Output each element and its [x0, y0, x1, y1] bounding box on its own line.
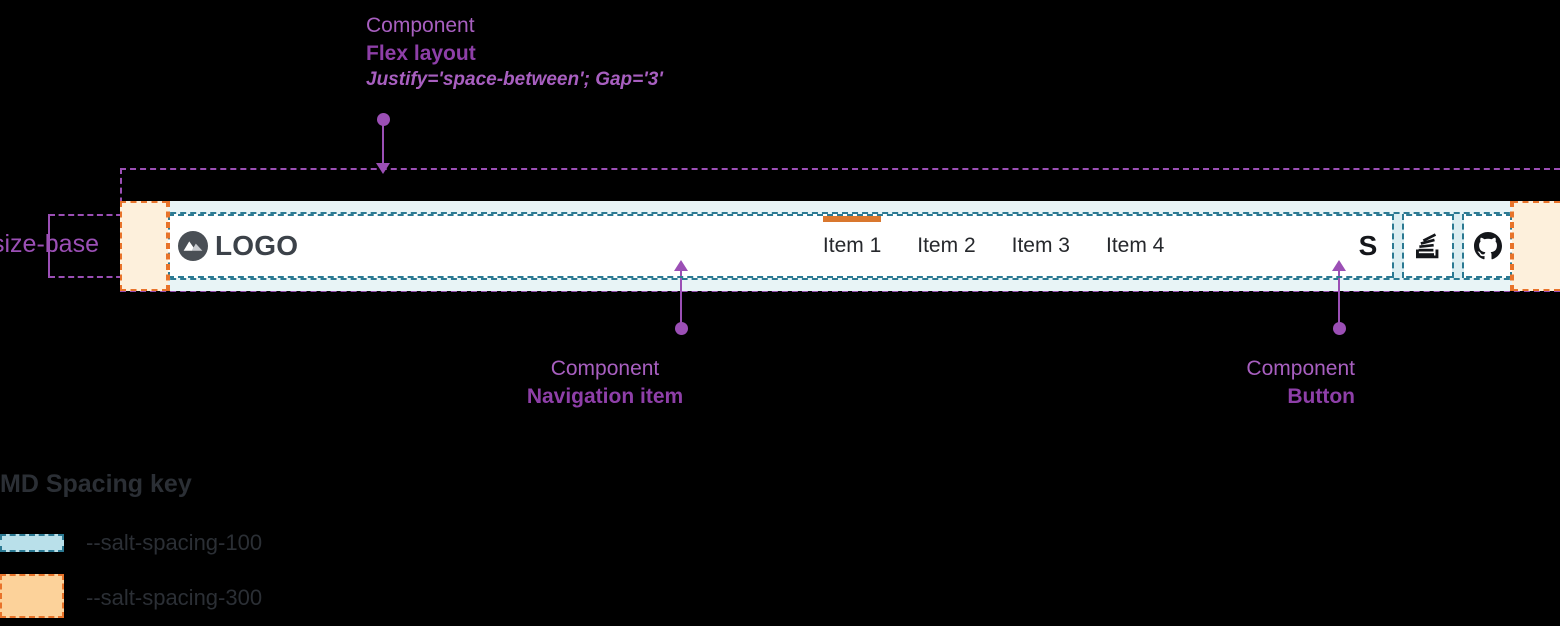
nav-item-4[interactable]: Item 4	[1088, 214, 1182, 278]
button-leader-arrow-icon	[1332, 260, 1346, 271]
spacing-100-swatch	[0, 534, 64, 552]
flex-layout-leader-line	[382, 119, 384, 165]
github-icon	[1474, 232, 1502, 260]
button-title: Button	[1287, 384, 1355, 408]
size-base-dash-bottom	[49, 276, 170, 278]
navigation-item-leader-dot	[674, 322, 688, 335]
spacing-key-title: MD Spacing key	[0, 470, 192, 498]
active-indicator	[822, 216, 882, 222]
navigation-item-kicker: Component	[550, 357, 660, 380]
stack-overflow-button[interactable]	[1404, 214, 1452, 278]
size-base-dash-top	[49, 214, 170, 216]
button-leader-dot	[1332, 322, 1346, 335]
spacing-key-row-300: --salt-spacing-300	[0, 574, 262, 618]
navigation-bar: LOGO Item 1 Item 2 Item 3 Item 4 S	[120, 201, 1560, 291]
flex-layout-leader-arrow-icon	[376, 163, 390, 174]
size-base-tick	[48, 214, 50, 278]
nav-item-3[interactable]: Item 3	[994, 214, 1088, 278]
padding-block-left	[120, 201, 168, 291]
flex-layout-title: Flex layout	[366, 41, 476, 65]
salt-s-icon: S	[1358, 230, 1378, 261]
nav-item-2[interactable]: Item 2	[899, 214, 993, 278]
github-button[interactable]	[1464, 214, 1512, 278]
stack-overflow-icon	[1416, 233, 1439, 259]
logo-text: LOGO	[215, 230, 299, 261]
navigation-item-leader-arrow-icon	[674, 260, 688, 271]
logo[interactable]: LOGO	[168, 230, 298, 262]
nav-item-1[interactable]: Item 1	[805, 214, 899, 278]
flex-layout-props: Justify='space-between'; Gap='3'	[366, 69, 663, 91]
navigation-item-title: Navigation item	[526, 384, 684, 408]
size-base-label: size-base	[0, 230, 99, 258]
navigation-item-leader-line	[680, 270, 682, 325]
size-base-measurement	[48, 214, 170, 278]
navigation-actions: S	[1344, 214, 1512, 278]
mountain-logo-icon	[178, 231, 208, 261]
nav-item-1-label: Item 1	[822, 234, 882, 257]
flex-layout-kicker: Component	[366, 14, 475, 37]
salt-button[interactable]: S	[1344, 214, 1392, 278]
padding-block-right	[1512, 201, 1560, 291]
navigation-items: Item 1 Item 2 Item 3 Item 4	[805, 214, 1182, 278]
nav-item-3-label: Item 3	[1011, 234, 1070, 257]
action-gap-1	[1392, 214, 1404, 278]
nav-item-4-label: Item 4	[1105, 234, 1165, 257]
spacing-300-swatch	[0, 574, 64, 618]
action-gap-2	[1452, 214, 1464, 278]
spacing-300-label: --salt-spacing-300	[86, 585, 263, 610]
button-annotation: Component Button	[1150, 355, 1355, 410]
navigation-item-annotation: Component Navigation item	[512, 355, 698, 410]
spacing-100-label: --salt-spacing-100	[86, 530, 263, 555]
navigation-content: LOGO Item 1 Item 2 Item 3 Item 4 S	[168, 201, 1512, 291]
button-kicker: Component	[1246, 357, 1355, 380]
button-leader-line	[1338, 270, 1340, 325]
spacing-key-row-100: --salt-spacing-100	[0, 530, 262, 555]
nav-item-2-label: Item 2	[917, 234, 976, 257]
flex-layout-annotation: Component Flex layout Justify='space-bet…	[366, 12, 663, 93]
